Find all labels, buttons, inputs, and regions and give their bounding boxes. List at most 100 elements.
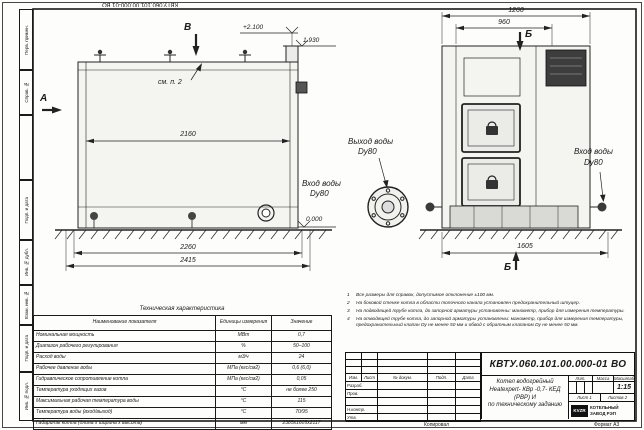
copied-label: Копировал <box>424 422 450 428</box>
tb-cell <box>456 406 481 414</box>
tb-cell <box>378 367 428 374</box>
front-dimensions <box>65 140 311 271</box>
tb-cell <box>428 406 456 414</box>
dim-960: 960 <box>498 19 510 26</box>
section-arrows <box>42 34 202 114</box>
ground-hatching <box>418 229 622 240</box>
section-b-arrows <box>512 32 606 270</box>
tb-cell <box>346 360 362 367</box>
level-marks <box>240 26 336 228</box>
title-block: Изм. Лист № докум. Подп. Дата Разраб. Пр… <box>345 352 635 422</box>
tb-sig-nkontr: Н.контр. <box>346 406 378 414</box>
dim-2260: 2260 <box>180 244 196 251</box>
margin-stamp-podp-data-2: Подп. и дата <box>19 325 33 372</box>
section-label-b-bottom: Б <box>504 262 512 273</box>
dimension-arrowheads <box>66 13 608 269</box>
door-upper <box>461 103 521 153</box>
tb-cell <box>362 353 378 360</box>
scale-label: Масштаб <box>614 375 634 382</box>
scale-value: 1:15 <box>614 382 634 394</box>
tb-cell <box>378 390 428 398</box>
tb-cell <box>362 360 378 367</box>
tech-table-title: Техническая характеристика <box>139 306 225 312</box>
tech-table-header: Наименование показателя Единицы измерени… <box>33 315 332 331</box>
kvzr-logo-icon: KVZR <box>571 404 588 417</box>
margin-stamp-inv-dubl: Инв. № дубл. <box>19 240 33 285</box>
lit-box <box>585 382 593 394</box>
lit-box <box>569 382 577 394</box>
tb-header-data: Дата <box>456 374 481 382</box>
tb-cell <box>456 353 481 360</box>
tb-cell <box>378 414 428 422</box>
company-name: КОТЕЛЬНЫЙ ЗАВОД РЭП <box>590 405 619 416</box>
tb-sig-utv: Утв. <box>346 414 378 422</box>
sheet-number: Лист 1 <box>569 394 601 402</box>
mass-label: Масса <box>593 375 614 382</box>
top-flipped-doc-number: КВТУ.060.101.00.000-01 ВО <box>102 1 178 7</box>
drain-valve-icon <box>90 212 196 228</box>
doc-number: КВТУ.060.101.00.000-01 ВО <box>482 353 634 376</box>
title-block-revision-table: Изм. Лист № докум. Подп. Дата Разраб. Пр… <box>346 353 481 422</box>
tb-cell <box>456 398 481 406</box>
tb-cell <box>428 382 456 390</box>
outlet-label: Выход воды <box>348 137 393 146</box>
lit-label: Лит. <box>569 375 593 382</box>
tb-cell <box>456 367 481 374</box>
tb-cell <box>456 382 481 390</box>
tb-cell <box>456 360 481 367</box>
base-frame <box>449 205 579 229</box>
tb-sig-razrab: Разраб. <box>346 382 378 390</box>
level-mark-1930: 1.930 <box>303 37 320 44</box>
padlock-icon <box>486 121 498 135</box>
side-valve-icon <box>425 202 607 212</box>
mass-value <box>593 382 614 394</box>
dim-1605: 1605 <box>517 243 533 250</box>
tb-cell <box>362 367 378 374</box>
title-block-scale-area: Лит. Масса Масштаб 1:15 Лист 1 Листов 2 <box>569 375 634 419</box>
table-row: Диапазон рабочего регулирования%50–100 <box>33 341 332 353</box>
tb-cell <box>428 367 456 374</box>
margin-stamp-perv-primen: Перв. примен. <box>19 9 33 70</box>
margin-stamp-blank <box>19 115 33 180</box>
tb-header-dokum: № докум. <box>378 374 428 382</box>
format-label: Формат А3 <box>594 422 620 428</box>
side-box-icon <box>295 81 308 94</box>
section-label-v: В <box>184 22 192 33</box>
margin-stamp-podp-data-1: Подп. и дата <box>19 180 33 240</box>
tb-cell <box>378 353 428 360</box>
title-block-main: КВТУ.060.101.00.000-01 ВО Котел водогрей… <box>481 353 634 419</box>
note-reference: см. п. 2 <box>158 79 182 86</box>
table-row: Габариты котла (длина х ширина х высота)… <box>33 418 332 430</box>
tb-cell <box>346 367 362 374</box>
tb-cell <box>428 414 456 422</box>
company-logo-area: KVZR КОТЕЛЬНЫЙ ЗАВОД РЭП <box>569 402 634 419</box>
side-view <box>418 12 622 270</box>
side-dimensions <box>441 12 609 258</box>
tb-sig-blank <box>346 398 378 406</box>
side-inlet-label: Вход воды <box>574 147 613 156</box>
drawing-title: Котел водогрейный Heatexpert- КВр -0,7- … <box>482 375 569 419</box>
section-label-b-top: Б <box>525 29 533 40</box>
tb-header-izm: Изм. <box>346 374 362 382</box>
outlet-dn-label: Dy80 <box>358 147 377 156</box>
tb-cell <box>378 382 428 390</box>
tb-cell <box>428 353 456 360</box>
level-mark-0000: 0.000 <box>306 216 323 223</box>
lit-box <box>577 382 585 394</box>
sheets-total: Листов 2 <box>601 394 634 402</box>
tb-cell <box>378 360 428 367</box>
tb-header-list: Лист <box>362 374 378 382</box>
